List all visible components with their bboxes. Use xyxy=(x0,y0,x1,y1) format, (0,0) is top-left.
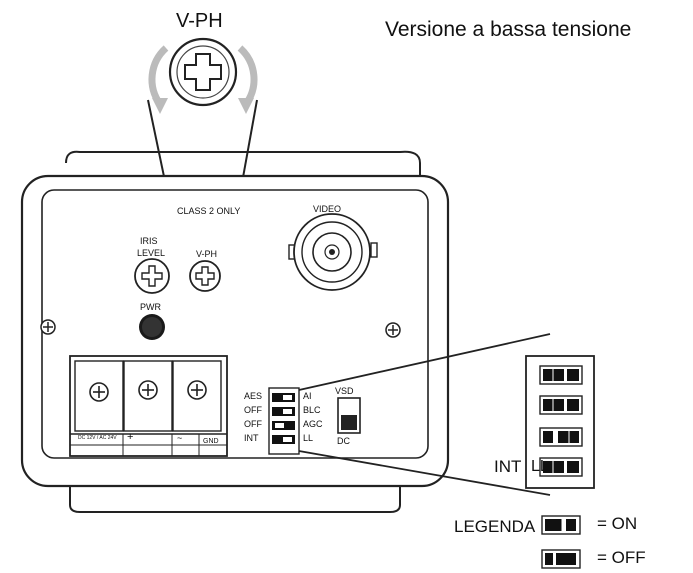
dip-left-label: OFF xyxy=(244,405,262,415)
dip-switch-zoom xyxy=(539,365,583,477)
legend-on-swatch-icon xyxy=(541,515,581,535)
knob-label: V-PH xyxy=(176,10,223,32)
dip-right-label: BLC xyxy=(303,405,321,415)
dip-right-label: AI xyxy=(303,391,312,401)
level-label: LEVEL xyxy=(137,248,166,258)
dip-switch-small xyxy=(268,387,300,455)
legend-off-label: = OFF xyxy=(597,548,646,567)
dip-switch-on-icon xyxy=(539,395,583,415)
dip-left-label: INT xyxy=(244,433,259,443)
terminal-label-ac: ~ xyxy=(177,433,183,443)
zoom-int-label: INT xyxy=(494,457,523,477)
diagram-title: Versione a bassa tensione xyxy=(385,18,632,41)
terminal-label-plus: + xyxy=(127,431,134,443)
vph-small-label: V-PH xyxy=(196,249,218,259)
dip-switch-off-icon xyxy=(539,427,583,447)
zoom-ll-label: LL xyxy=(531,458,549,475)
dip-right-label: LL xyxy=(303,433,314,443)
pwr-label: PWR xyxy=(140,302,161,312)
vph-knob-small-icon xyxy=(189,260,221,292)
zoom-line xyxy=(298,450,551,496)
class2-label: CLASS 2 ONLY xyxy=(177,206,241,216)
dip-switch-on-icon xyxy=(539,365,583,385)
dc-label: DC xyxy=(337,436,350,446)
dip-left-label: AES xyxy=(244,391,263,401)
vph-knob-large-icon xyxy=(168,37,238,107)
legend-on-label: = ON xyxy=(597,514,638,533)
terminal-screw-icon xyxy=(89,382,109,402)
side-screw-left-icon xyxy=(40,319,56,335)
legend-off-swatch-icon xyxy=(541,549,581,569)
rotation-arrows xyxy=(148,45,258,114)
video-label: VIDEO xyxy=(313,204,342,214)
terminal-label-power: DC 12V / AC 24V xyxy=(78,435,117,441)
iris-level-knob-icon xyxy=(134,258,170,294)
dip-right-label: AGC xyxy=(303,419,323,429)
terminal-screw-icon xyxy=(138,380,158,400)
side-screw-right-icon xyxy=(385,322,401,338)
vsd-label: VSD xyxy=(335,386,354,396)
terminal-label-gnd: GND xyxy=(203,438,219,445)
video-bnc-connector-icon xyxy=(288,213,378,291)
dip-left-label: OFF xyxy=(244,419,262,429)
legend-title: LEGENDA xyxy=(454,517,536,536)
dip-switch-on-icon xyxy=(539,457,583,477)
zoom-line xyxy=(298,333,551,391)
vsd-switch xyxy=(337,397,361,434)
iris-label: IRIS xyxy=(140,236,158,246)
terminal-block xyxy=(69,355,228,457)
pwr-led-icon xyxy=(139,314,165,340)
terminal-screw-icon xyxy=(187,380,207,400)
